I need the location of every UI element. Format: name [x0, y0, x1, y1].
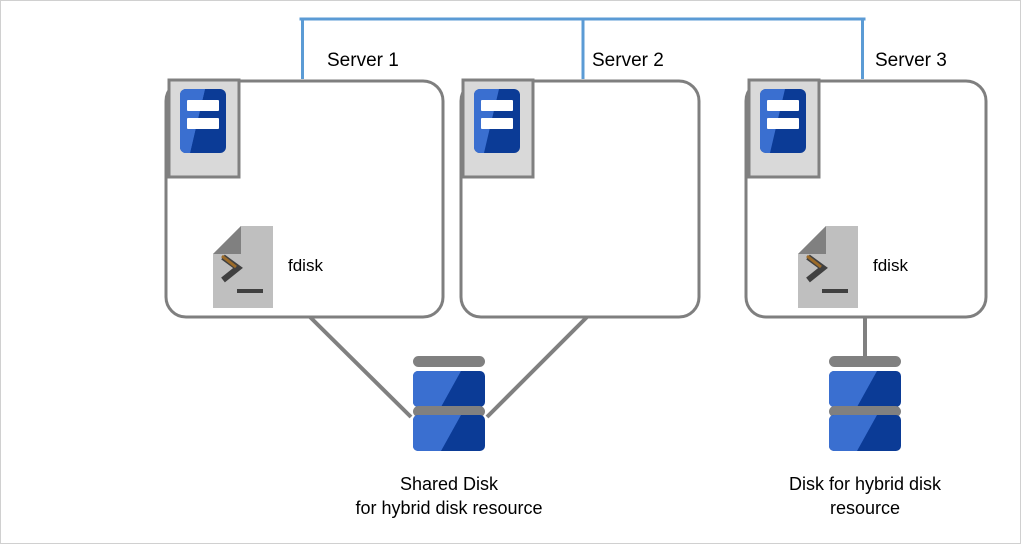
- shared-disk-caption-line2: for hybrid disk resource: [355, 498, 543, 518]
- interconnect-bus-icon: [299, 17, 866, 79]
- server-label-1: Server 1: [327, 50, 399, 71]
- server-icon-1: [167, 78, 241, 179]
- terminal-document-icon-1: [213, 226, 273, 308]
- fdisk-label-1: fdisk: [288, 256, 323, 275]
- server-label-2: Server 2: [592, 50, 664, 71]
- server-label-3: Server 3: [875, 50, 947, 71]
- disk-stack-icon-local: [829, 356, 901, 451]
- server-icon-2: [461, 78, 535, 179]
- disk-stack-icon-shared: [413, 356, 485, 451]
- storage-connector-lines: [308, 315, 867, 419]
- local-disk-caption-line2: resource: [829, 498, 901, 518]
- local-disk-caption-line1: Disk for hybrid disk: [788, 474, 942, 494]
- shared-disk-caption-line1: Shared Disk: [399, 474, 499, 494]
- terminal-document-icon-3: [798, 226, 858, 308]
- server-icon-3: [747, 78, 821, 179]
- fdisk-label-3: fdisk: [873, 256, 908, 275]
